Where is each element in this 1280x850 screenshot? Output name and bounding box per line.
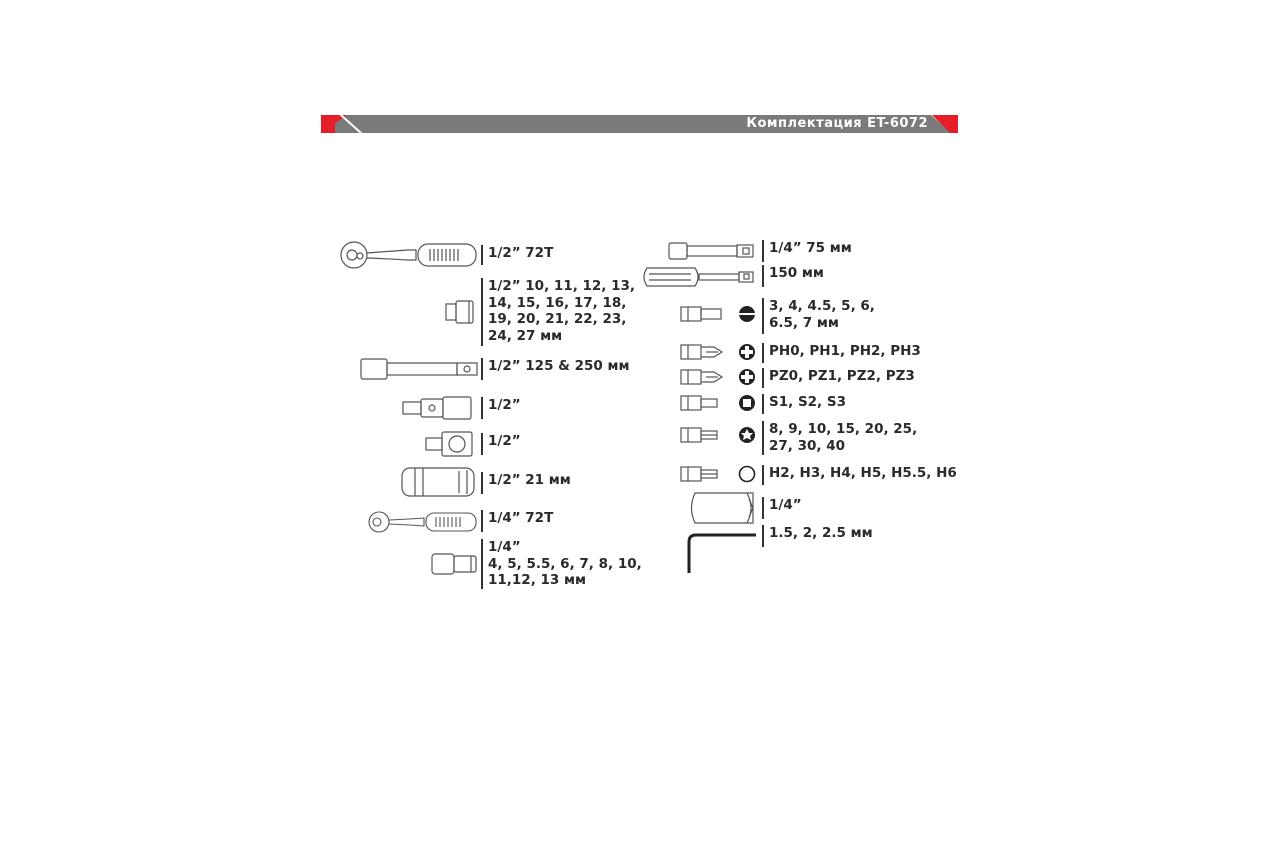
pozidriv-bit-icon: [680, 367, 758, 387]
item-square-bits: S1, S2, S3: [762, 394, 846, 414]
item-label: 1/2”: [488, 433, 521, 449]
item-label: 1/4” 4, 5, 5.5, 6, 7, 8, 10, 11,12, 13 м…: [488, 539, 642, 588]
item-extension-1-4: 1/4” 75 мм: [762, 240, 852, 262]
divider: [481, 278, 483, 346]
divider: [762, 265, 764, 287]
item-label: S1, S2, S3: [769, 394, 847, 410]
item-extension-1-2: 1/2” 125 & 250 мм: [481, 358, 630, 380]
item-label: 1/2” 10, 11, 12, 13, 14, 15, 16, 17, 18,…: [488, 278, 636, 344]
phillips-bit-icon: [680, 342, 758, 362]
item-label: 1/2” 125 & 250 мм: [488, 358, 630, 374]
socket-icon: [445, 300, 475, 324]
page-title: Комплектация ET-6072: [746, 116, 928, 131]
item-phillips-bits: PH0, PH1, PH2, PH3: [762, 343, 921, 363]
item-label: 1/4” 75 мм: [769, 240, 852, 256]
ratchet-icon: [338, 240, 478, 270]
item-bit-holder: 150 мм: [762, 265, 824, 287]
item-hex-bits: H2, H3, H4, H5, H5.5, H6: [762, 465, 957, 485]
divider: [481, 472, 483, 494]
item-label: 1.5, 2, 2.5 мм: [769, 525, 873, 541]
slotted-bit-icon: [680, 303, 758, 325]
header-banner: Комплектация ET-6072: [321, 115, 958, 133]
item-ratchet-1-4: 1/4” 72T: [481, 510, 553, 532]
divider: [481, 358, 483, 380]
header-accent-right: [932, 115, 958, 133]
divider: [762, 240, 764, 262]
item-spark-plug-socket: 1/2” 21 мм: [481, 472, 571, 494]
extension-bar-icon: [668, 241, 758, 261]
bit-adapter-socket-icon: [687, 491, 759, 525]
item-universal-joint: 1/2”: [481, 397, 521, 419]
divider: [481, 245, 483, 265]
header-accent-left-slant: [321, 115, 347, 133]
square-bit-icon: [680, 393, 758, 413]
divider: [762, 421, 764, 455]
extension-bar-icon: [360, 357, 480, 381]
item-label: 1/4”: [769, 497, 802, 513]
item-label: PH0, PH1, PH2, PH3: [769, 343, 921, 359]
item-label: 1/2”: [488, 397, 521, 413]
item-label: 1/2” 21 мм: [488, 472, 571, 488]
divider: [481, 510, 483, 532]
item-sockets-1-2: 1/2” 10, 11, 12, 13, 14, 15, 16, 17, 18,…: [481, 278, 635, 346]
item-adapter: 1/2”: [481, 433, 521, 455]
item-pozidriv-bits: PZ0, PZ1, PZ2, PZ3: [762, 368, 915, 388]
divider: [762, 368, 764, 388]
adapter-icon: [425, 431, 475, 457]
divider: [762, 525, 764, 547]
item-torx-bits: 8, 9, 10, 15, 20, 25, 27, 30, 40: [762, 421, 917, 455]
item-bit-adapter: 1/4”: [762, 497, 802, 519]
universal-joint-icon: [402, 396, 474, 420]
item-ratchet-1-2: 1/2” 72T: [481, 245, 553, 265]
item-label: 3, 4, 4.5, 5, 6, 6.5, 7 мм: [769, 298, 875, 331]
divider: [762, 465, 764, 485]
item-label: 8, 9, 10, 15, 20, 25, 27, 30, 40: [769, 421, 918, 454]
divider: [481, 433, 483, 455]
item-label: 150 мм: [769, 265, 824, 281]
item-label: 1/4” 72T: [488, 510, 554, 526]
divider: [481, 539, 483, 589]
hex-bit-icon: [680, 464, 758, 484]
item-sockets-1-4: 1/4” 4, 5, 5.5, 6, 7, 8, 10, 11,12, 13 м…: [481, 539, 642, 589]
socket-icon: [431, 552, 479, 576]
divider: [762, 343, 764, 363]
item-slotted-bits: 3, 4, 4.5, 5, 6, 6.5, 7 мм: [762, 298, 875, 334]
divider: [762, 298, 764, 334]
item-label: H2, H3, H4, H5, H5.5, H6: [769, 465, 957, 481]
divider: [762, 497, 764, 519]
divider: [762, 394, 764, 414]
divider: [481, 397, 483, 419]
item-label: 1/2” 72T: [488, 245, 554, 261]
torx-bit-icon: [680, 424, 758, 446]
hex-key-icon: [686, 531, 758, 575]
ratchet-icon: [366, 510, 478, 534]
bit-holder-screwdriver-icon: [641, 266, 759, 288]
item-label: PZ0, PZ1, PZ2, PZ3: [769, 368, 915, 384]
item-hex-keys: 1.5, 2, 2.5 мм: [762, 525, 873, 547]
spark-plug-socket-icon: [401, 467, 477, 497]
